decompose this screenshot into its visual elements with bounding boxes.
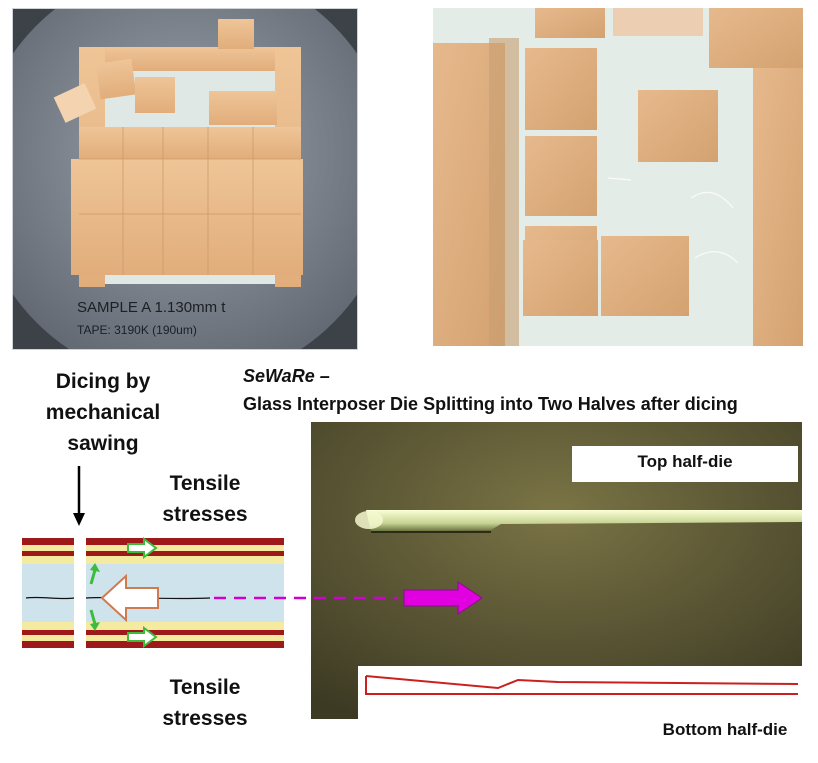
bottom-half-die-label: Bottom half-die	[662, 720, 788, 739]
micrograph-title-line1: SeWaRe –	[243, 366, 330, 386]
top-half-label-box	[572, 446, 798, 482]
floating-tape-square	[638, 90, 718, 162]
bottom-die-profile-line	[365, 675, 799, 695]
die-stack-right	[86, 538, 284, 648]
crack-propagation-arrow	[100, 573, 159, 623]
bottom-profile-panel	[358, 666, 806, 720]
die-stack-left	[22, 538, 74, 648]
dicing-label: Dicing by mechanical sawing	[45, 370, 161, 455]
dicing-arrow-head	[73, 513, 85, 526]
wafer-photo-right-drawing	[433, 8, 803, 346]
bottom-profile-drawing	[365, 675, 799, 695]
wafer-photo-left: SAMPLE A 1.130mm t TAPE: 3190K (190um)	[0, 0, 395, 384]
top-half-die-label: Top half-die	[637, 452, 733, 471]
stress-arrow-down	[89, 609, 97, 625]
tensile-stresses-bottom-label: Tensile stresses	[162, 676, 248, 730]
micrograph-title-line2: Glass Interposer Die Splitting into Two …	[243, 394, 738, 414]
tensile-arrow-top	[127, 537, 158, 559]
wafer-photo-left-drawing: SAMPLE A 1.130mm t TAPE: 3190K (190um)	[0, 0, 395, 384]
tensile-stresses-top-label: Tensile stresses	[162, 472, 248, 526]
photo-note-line2: TAPE: 3190K (190um)	[77, 323, 197, 337]
tensile-arrow-bottom	[127, 626, 158, 648]
wafer-photo-right	[433, 8, 803, 346]
crack-band	[366, 510, 802, 532]
stress-arrow-up	[89, 569, 97, 585]
tape-lower-block	[71, 159, 303, 275]
photo-note-line1: SAMPLE A 1.130mm t	[77, 299, 226, 316]
crack-line	[25, 596, 211, 600]
